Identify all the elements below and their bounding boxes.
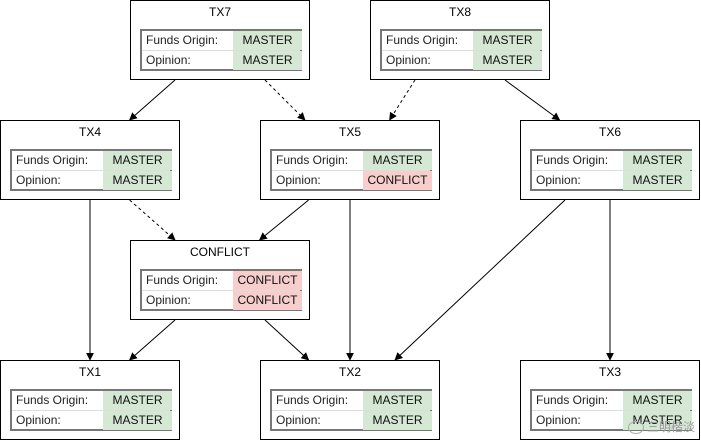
funds-origin-label: Funds Origin: — [146, 273, 219, 287]
opinion-value: MASTER — [103, 171, 172, 190]
edge-tx8-to-tx6 — [504, 79, 561, 121]
opinion-value: CONFLICT — [233, 291, 302, 310]
funds-origin-value: CONFLICT — [233, 271, 302, 290]
funds-origin-row: Funds Origin: MASTER — [12, 151, 172, 170]
funds-origin-row: Funds Origin: MASTER — [532, 151, 692, 170]
funds-origin-label: Funds Origin: — [16, 153, 89, 167]
node-title: TX5 — [338, 125, 361, 139]
node-tx5: TX5 Funds Origin: MASTER Opinion: CONFLI… — [260, 120, 440, 200]
funds-origin-value: MASTER — [363, 151, 432, 170]
funds-origin-value: MASTER — [473, 31, 542, 50]
node-conflict: CONFLICT Funds Origin: CONFLICT Opinion:… — [130, 240, 310, 320]
node-table: Funds Origin: CONFLICT Opinion: CONFLICT — [140, 269, 302, 311]
funds-origin-row: Funds Origin: MASTER — [12, 391, 172, 410]
opinion-value: MASTER — [233, 51, 302, 70]
node-title: TX3 — [598, 365, 621, 379]
node-tx2: TX2 Funds Origin: MASTER Opinion: MASTER — [260, 360, 440, 440]
edge-conflict-to-tx1 — [128, 319, 176, 361]
node-table: Funds Origin: MASTER Opinion: MASTER — [10, 389, 172, 431]
opinion-value: MASTER — [103, 411, 172, 430]
watermark: 三明楷淡 — [627, 418, 695, 435]
funds-origin-value: MASTER — [623, 151, 692, 170]
opinion-row: Opinion: MASTER — [272, 410, 432, 430]
opinion-row: Opinion: MASTER — [532, 170, 692, 190]
funds-origin-label: Funds Origin: — [276, 153, 349, 167]
funds-origin-label: Funds Origin: — [386, 33, 459, 47]
funds-origin-label: Funds Origin: — [276, 393, 349, 407]
funds-origin-row: Funds Origin: CONFLICT — [142, 271, 302, 290]
opinion-label: Opinion: — [276, 413, 321, 427]
opinion-label: Opinion: — [386, 53, 431, 67]
funds-origin-label: Funds Origin: — [536, 393, 609, 407]
edge-conflict-to-tx2 — [264, 319, 310, 361]
opinion-label: Opinion: — [146, 53, 191, 67]
opinion-label: Opinion: — [276, 173, 321, 187]
opinion-row: Opinion: MASTER — [12, 170, 172, 190]
opinion-row: Opinion: MASTER — [142, 50, 302, 70]
opinion-row: Opinion: CONFLICT — [142, 290, 302, 310]
opinion-value: MASTER — [623, 171, 692, 190]
watermark-text: 三明楷淡 — [646, 420, 695, 434]
funds-origin-row: Funds Origin: MASTER — [142, 31, 302, 50]
funds-origin-row: Funds Origin: MASTER — [532, 391, 692, 410]
opinion-label: Opinion: — [536, 413, 581, 427]
node-title: CONFLICT — [190, 245, 250, 259]
opinion-row: Opinion: MASTER — [382, 50, 542, 70]
edge-tx4-to-conflict — [129, 199, 176, 241]
node-title: TX4 — [78, 125, 101, 139]
node-tx7: TX7 Funds Origin: MASTER Opinion: MASTER — [130, 0, 310, 80]
funds-origin-row: Funds Origin: MASTER — [272, 391, 432, 410]
node-title: TX6 — [598, 125, 621, 139]
node-title: TX1 — [78, 365, 101, 379]
opinion-label: Opinion: — [16, 173, 61, 187]
opinion-label: Opinion: — [16, 413, 61, 427]
funds-origin-label: Funds Origin: — [146, 33, 219, 47]
node-title: TX8 — [448, 5, 471, 19]
opinion-value: MASTER — [473, 51, 542, 70]
opinion-value: MASTER — [363, 411, 432, 430]
node-tx1: TX1 Funds Origin: MASTER Opinion: MASTER — [0, 360, 180, 440]
node-tx8: TX8 Funds Origin: MASTER Opinion: MASTER — [370, 0, 550, 80]
funds-origin-value: MASTER — [103, 151, 172, 170]
opinion-row: Opinion: MASTER — [12, 410, 172, 430]
funds-origin-value: MASTER — [363, 391, 432, 410]
edge-group — [86, 79, 614, 361]
funds-origin-label: Funds Origin: — [16, 393, 89, 407]
node-table: Funds Origin: MASTER Opinion: MASTER — [10, 149, 172, 191]
edge-tx6-to-tx2 — [394, 199, 566, 361]
node-table: Funds Origin: MASTER Opinion: CONFLICT — [270, 149, 432, 191]
funds-origin-label: Funds Origin: — [536, 153, 609, 167]
node-tx4: TX4 Funds Origin: MASTER Opinion: MASTER — [0, 120, 180, 200]
funds-origin-row: Funds Origin: MASTER — [272, 151, 432, 170]
node-title: TX2 — [338, 365, 361, 379]
opinion-row: Opinion: CONFLICT — [272, 170, 432, 190]
node-tx3: TX3 Funds Origin: MASTER Opinion: MASTER — [520, 360, 700, 440]
weibo-icon — [627, 421, 644, 435]
opinion-value: CONFLICT — [363, 171, 432, 190]
node-table: Funds Origin: MASTER Opinion: MASTER — [140, 29, 302, 71]
funds-origin-value: MASTER — [623, 391, 692, 410]
node-table: Funds Origin: MASTER Opinion: MASTER — [270, 389, 432, 431]
node-tx6: TX6 Funds Origin: MASTER Opinion: MASTER — [520, 120, 700, 200]
funds-origin-row: Funds Origin: MASTER — [382, 31, 542, 50]
node-table: Funds Origin: MASTER Opinion: MASTER — [380, 29, 542, 71]
node-table: Funds Origin: MASTER Opinion: MASTER — [530, 149, 692, 191]
edge-tx8-to-tx5 — [389, 79, 416, 121]
edge-tx5-to-conflict — [258, 199, 309, 241]
funds-origin-value: MASTER — [103, 391, 172, 410]
funds-origin-value: MASTER — [233, 31, 302, 50]
opinion-label: Opinion: — [536, 173, 581, 187]
node-title: TX7 — [208, 5, 231, 19]
edge-tx7-to-tx5 — [264, 79, 306, 121]
node-table: Funds Origin: MASTER Opinion: MASTER — [530, 389, 692, 431]
edge-tx7-to-tx4 — [128, 79, 176, 121]
opinion-label: Opinion: — [146, 293, 191, 307]
